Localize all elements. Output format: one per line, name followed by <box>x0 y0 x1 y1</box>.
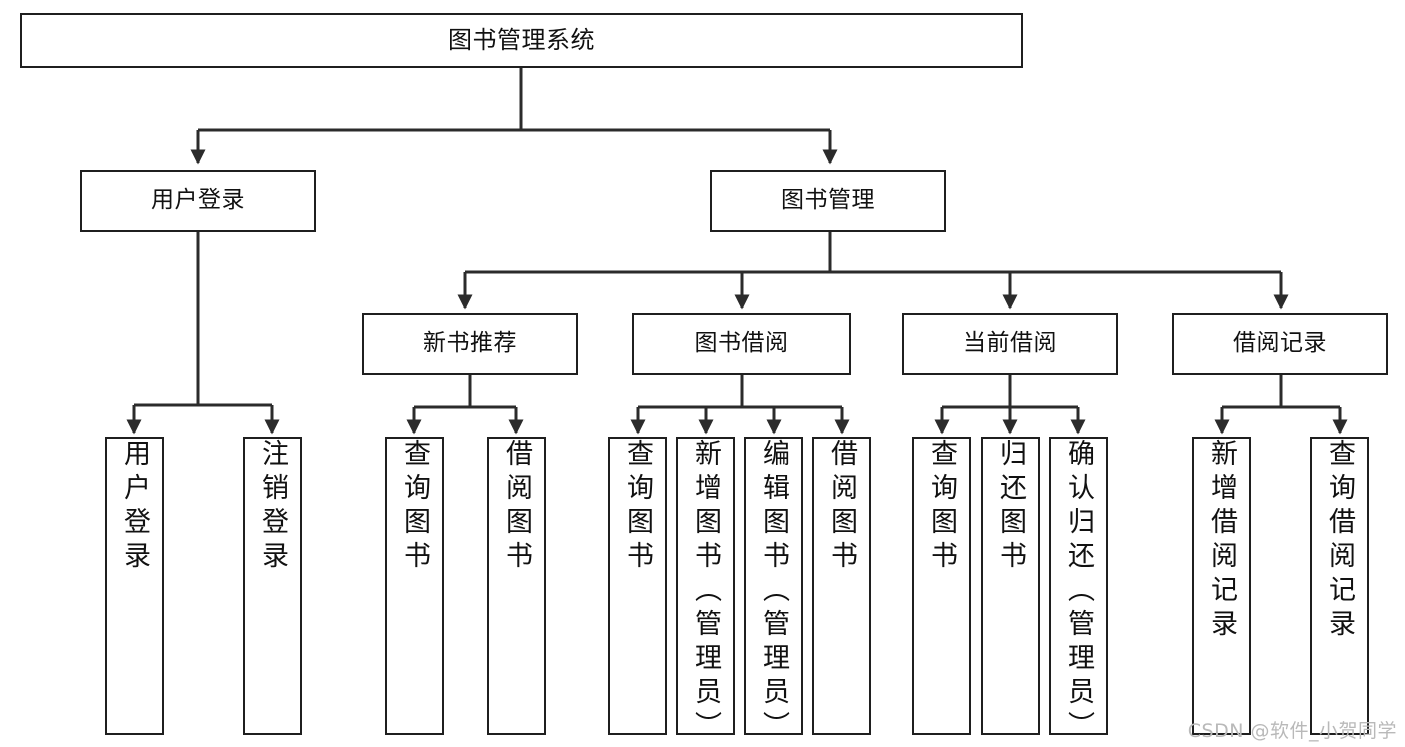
node-user-login[interactable]: 用户登录 <box>80 170 316 232</box>
node-leaf-borrow-book-2[interactable]: 借阅图书 <box>812 437 871 735</box>
node-leaf-query-book-3[interactable]: 查询图书 <box>912 437 971 735</box>
node-root-book-management-system[interactable]: 图书管理系统 <box>20 13 1023 68</box>
node-label: 查询借阅记录 <box>1324 439 1355 643</box>
node-leaf-return-book[interactable]: 归还图书 <box>981 437 1040 735</box>
node-label: 查询图书 <box>926 439 957 575</box>
node-leaf-query-book-1[interactable]: 查询图书 <box>385 437 444 735</box>
node-book-borrow[interactable]: 图书借阅 <box>632 313 851 375</box>
node-label: 图书借阅 <box>694 330 789 357</box>
node-leaf-query-book-2[interactable]: 查询图书 <box>608 437 667 735</box>
node-leaf-borrow-book-1[interactable]: 借阅图书 <box>487 437 546 735</box>
node-leaf-add-borrow-record[interactable]: 新增借阅记录 <box>1192 437 1251 735</box>
node-label: 查询图书 <box>399 439 430 575</box>
node-leaf-logout[interactable]: 注销登录 <box>243 437 302 735</box>
node-label: 图书管理 <box>781 187 875 214</box>
node-label: 编辑图书（管理员） <box>758 439 789 745</box>
node-leaf-add-book[interactable]: 新增图书（管理员） <box>676 437 735 745</box>
node-label: 新增借阅记录 <box>1206 439 1237 643</box>
node-leaf-edit-book[interactable]: 编辑图书（管理员） <box>744 437 803 745</box>
node-label: 用户登录 <box>151 187 245 214</box>
node-label: 新增图书（管理员） <box>690 439 721 745</box>
node-leaf-user-login[interactable]: 用户登录 <box>105 437 164 735</box>
csdn-watermark: CSDN @软件_小贺同学 <box>1187 720 1397 742</box>
node-label: 确认归还（管理员） <box>1063 439 1094 745</box>
node-label: 当前借阅 <box>963 330 1057 357</box>
node-borrow-record[interactable]: 借阅记录 <box>1172 313 1388 375</box>
node-label: 用户登录 <box>119 439 150 575</box>
node-label: 查询图书 <box>622 439 653 575</box>
node-leaf-confirm-return[interactable]: 确认归还（管理员） <box>1049 437 1108 745</box>
node-label: 归还图书 <box>995 439 1026 575</box>
node-label: 图书管理系统 <box>448 26 595 55</box>
node-label: 借阅图书 <box>501 439 532 575</box>
node-label: 借阅图书 <box>826 439 857 575</box>
node-label: 新书推荐 <box>423 330 517 357</box>
node-book-management[interactable]: 图书管理 <box>710 170 946 232</box>
node-current-borrow[interactable]: 当前借阅 <box>902 313 1118 375</box>
node-label: 借阅记录 <box>1233 330 1327 357</box>
node-label: 注销登录 <box>257 439 288 575</box>
node-new-book-recommendation[interactable]: 新书推荐 <box>362 313 578 375</box>
node-leaf-query-borrow-record[interactable]: 查询借阅记录 <box>1310 437 1369 735</box>
